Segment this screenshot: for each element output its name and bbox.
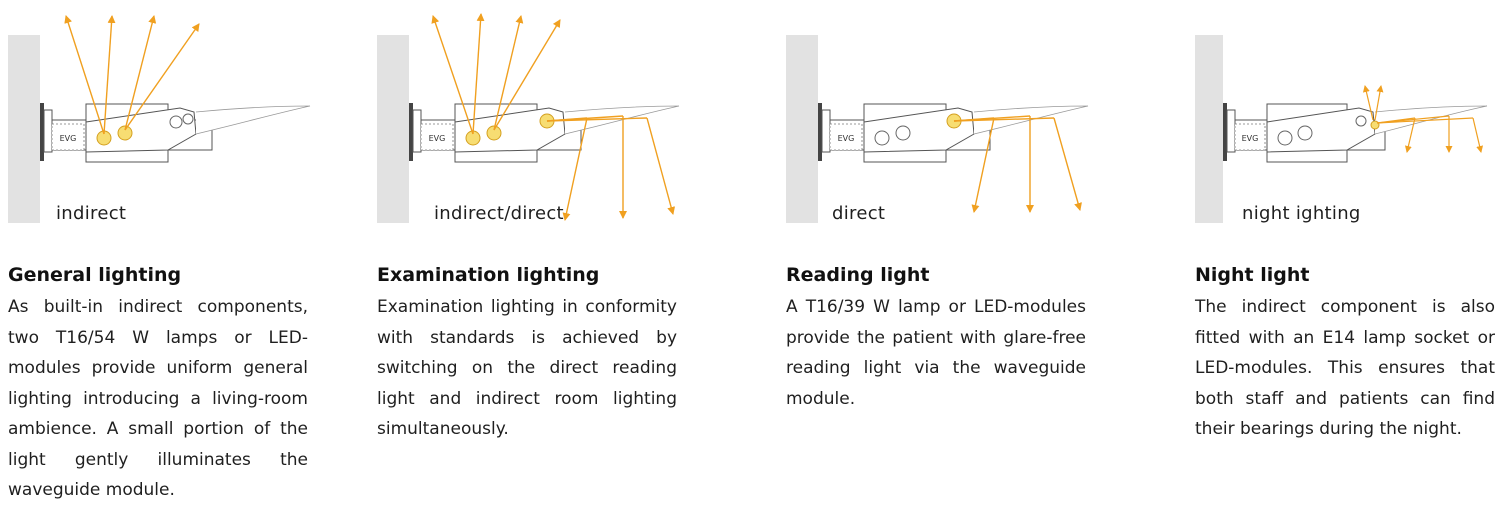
panel-description: The indirect component is also fitted wi… (1195, 297, 1495, 439)
luminaire-diagram-indirect: EVG (8, 15, 311, 223)
wall (1195, 35, 1223, 223)
ray (493, 19, 561, 131)
ray (1404, 117, 1416, 153)
panel-title: Reading light (786, 264, 930, 286)
lamp-3-off (169, 115, 183, 129)
lamp-1-off (874, 130, 890, 146)
mount-block (1226, 109, 1236, 153)
panel-night-light: EVG night ighting Night light The indire… (1195, 0, 1500, 515)
panel-title: General lighting (8, 264, 182, 286)
evg-badge: EVG (838, 134, 855, 143)
waveguide (973, 105, 1089, 135)
ray (1374, 85, 1384, 121)
evg-box (1234, 123, 1266, 151)
luminaire-diagram-indirect-direct: EVG (377, 13, 680, 223)
lamp-2-off (1297, 125, 1313, 141)
ray (103, 15, 116, 135)
wall-bracket (409, 103, 413, 161)
ray (953, 117, 1055, 122)
panel-examination-lighting: EVG indirect/direct Examination lighting… (377, 0, 707, 515)
wall (8, 35, 40, 223)
evg-box (51, 123, 85, 151)
ray (562, 117, 588, 221)
mount-block (43, 109, 53, 153)
evg-badge: EVG (429, 134, 446, 143)
waveguide (1374, 105, 1488, 135)
panel-description: A T16/39 W lamp or LED-modules provide t… (786, 297, 1086, 409)
ray (1362, 85, 1374, 121)
panel-general-lighting: EVG indirect General lighting As built-i… (8, 0, 338, 515)
wall-bracket (1223, 103, 1227, 161)
ray (546, 117, 648, 122)
night-lamp (1370, 120, 1380, 130)
lamp-1-off (1277, 130, 1293, 146)
panel-reading-light: EVG direct Reading light A T16/39 W lamp… (786, 0, 1116, 515)
wall-bracket (818, 103, 822, 161)
wall (377, 35, 409, 223)
ray (124, 15, 157, 131)
evg-box (829, 123, 863, 151)
lamp-4-off (182, 113, 194, 125)
lamp-3-off (1355, 115, 1367, 127)
evg-badge: EVG (60, 134, 77, 143)
panel-title: Night light (1195, 264, 1310, 286)
ray (431, 15, 474, 135)
evg-badge: EVG (1242, 134, 1259, 143)
mount-block (412, 109, 422, 153)
panel-title: Examination lighting (377, 264, 600, 286)
mode-label: indirect (56, 203, 127, 224)
ray (64, 15, 105, 135)
lamp-2 (117, 125, 133, 141)
waveguide (195, 105, 311, 135)
waveguide (564, 105, 680, 135)
mode-label: indirect/direct (434, 203, 564, 224)
ray (1376, 117, 1474, 124)
mode-label: night ighting (1242, 203, 1361, 224)
panel-description: As built-in indirect components, two T16… (8, 297, 308, 500)
lamp-2-off (895, 125, 911, 141)
wall-bracket (40, 103, 44, 161)
ray (971, 117, 995, 213)
wall (786, 35, 818, 223)
ray (646, 117, 676, 215)
evg-box (420, 123, 454, 151)
ray (472, 13, 485, 135)
ray (1472, 117, 1484, 153)
mount-block (821, 109, 831, 153)
lamp-2 (486, 125, 502, 141)
ray (493, 15, 524, 131)
luminaire-diagram-direct: EVG (786, 35, 1089, 223)
ray (1053, 117, 1082, 211)
panel-description: Examination lighting in conformity with … (377, 297, 677, 439)
mode-label: direct (832, 203, 886, 224)
ray (124, 23, 200, 131)
luminaire-diagram-night: EVG (1195, 35, 1488, 223)
